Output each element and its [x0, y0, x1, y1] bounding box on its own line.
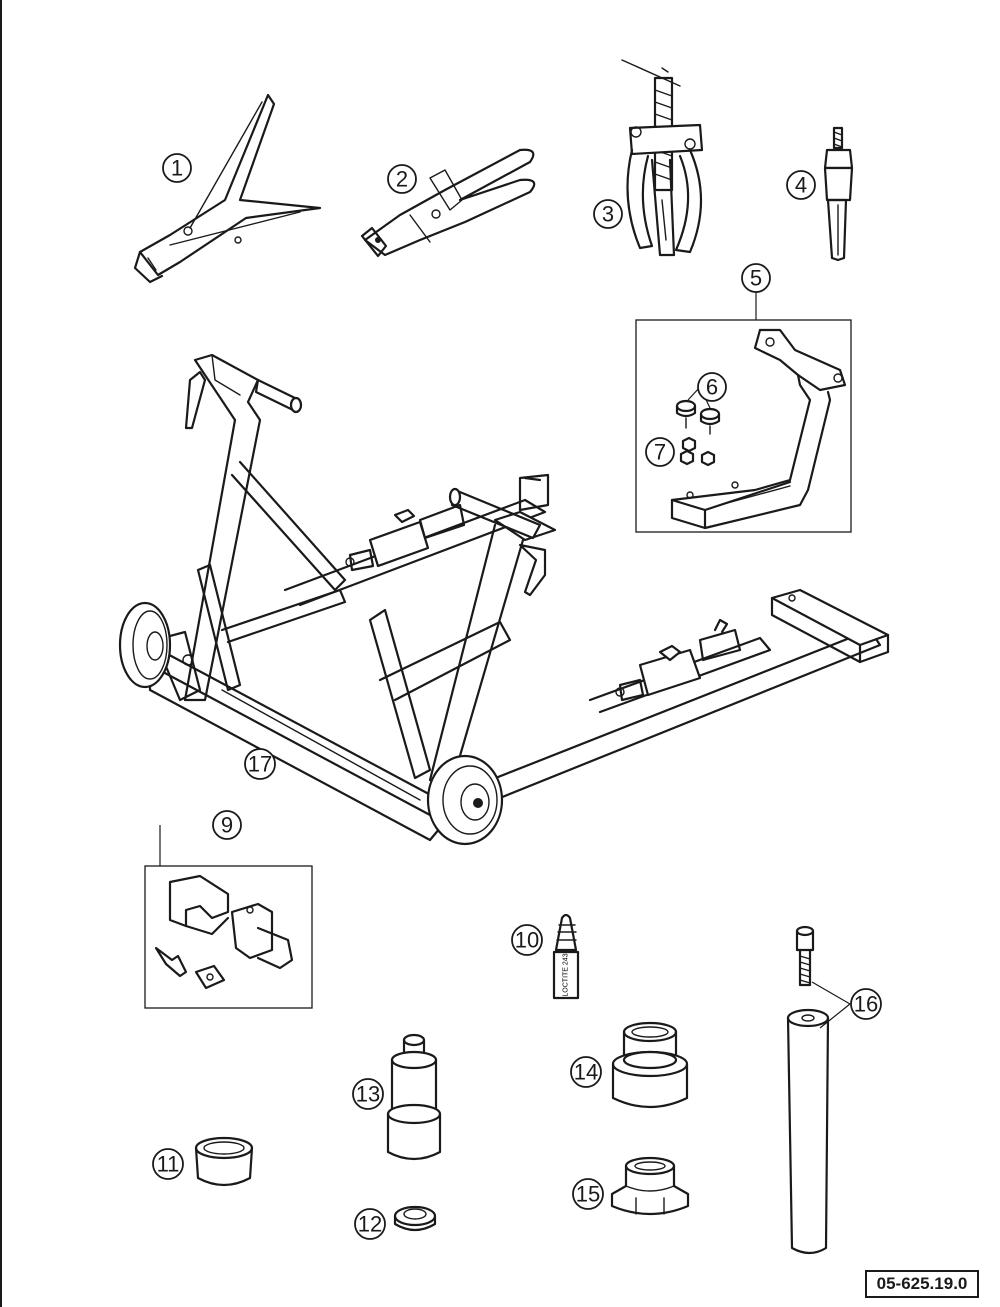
- callout-16: 16: [850, 988, 882, 1020]
- part-11-ring: [194, 1136, 254, 1187]
- callout-3: 3: [593, 199, 623, 229]
- drawing-number: 05-625.19.0: [865, 1270, 979, 1298]
- svg-text:6: 6: [706, 375, 718, 400]
- callout-5: 5: [741, 263, 771, 293]
- part-5-box: [635, 319, 852, 533]
- callout-7: 7: [645, 437, 675, 467]
- svg-text:5: 5: [750, 266, 762, 291]
- callout-14: 14: [570, 1056, 602, 1088]
- callout-12: 12: [354, 1208, 386, 1240]
- svg-text:10: 10: [515, 928, 539, 953]
- tube-label: LOCTITE 243: [563, 953, 570, 996]
- callout-6: 6: [697, 372, 727, 402]
- part-6-spacers: [675, 399, 721, 435]
- callout-17: 17: [244, 748, 276, 780]
- svg-text:12: 12: [358, 1212, 382, 1237]
- svg-text:7: 7: [654, 440, 666, 465]
- part-15-socket: [610, 1156, 690, 1216]
- svg-text:1: 1: [171, 156, 183, 181]
- svg-text:13: 13: [356, 1082, 380, 1107]
- part-9-box: [144, 865, 313, 1009]
- part-9-kit: [154, 874, 294, 990]
- part-1-pliers: [133, 93, 322, 284]
- part-14-bushing: [611, 1021, 689, 1108]
- svg-text:16: 16: [854, 992, 878, 1017]
- callout-1: 1: [162, 153, 192, 183]
- callout-10: 10: [511, 924, 543, 956]
- part-16-bolt-and-tube: [786, 925, 830, 1255]
- part-12-cap: [393, 1205, 437, 1232]
- part-5-bracket: [670, 328, 847, 530]
- callout-4: 4: [786, 170, 816, 200]
- svg-text:2: 2: [396, 167, 408, 192]
- svg-text:3: 3: [602, 202, 614, 227]
- svg-text:14: 14: [574, 1060, 598, 1085]
- part-2-clamp-pliers: [360, 148, 536, 258]
- part-7-nuts: [679, 436, 716, 467]
- svg-text:15: 15: [576, 1182, 600, 1207]
- part-17-stand: [118, 353, 890, 846]
- callout-9: 9: [212, 810, 242, 840]
- part-10-loctite-tube: LOCTITE 243: [552, 913, 580, 1000]
- svg-text:17: 17: [248, 752, 272, 777]
- svg-text:9: 9: [221, 813, 233, 838]
- svg-text:11: 11: [157, 1152, 180, 1177]
- part-4-slide-hammer: [823, 126, 854, 262]
- callout-11: 11: [152, 1148, 184, 1180]
- part-13-drift: [386, 1033, 442, 1161]
- callout-13: 13: [352, 1078, 384, 1110]
- part-3-puller: [621, 59, 704, 257]
- leader-16a: [811, 981, 851, 1005]
- left-border-line: [0, 0, 2, 1307]
- callout-15: 15: [572, 1178, 604, 1210]
- leader-16b: [819, 1003, 851, 1029]
- callout-2: 2: [387, 164, 417, 194]
- svg-text:4: 4: [795, 173, 807, 198]
